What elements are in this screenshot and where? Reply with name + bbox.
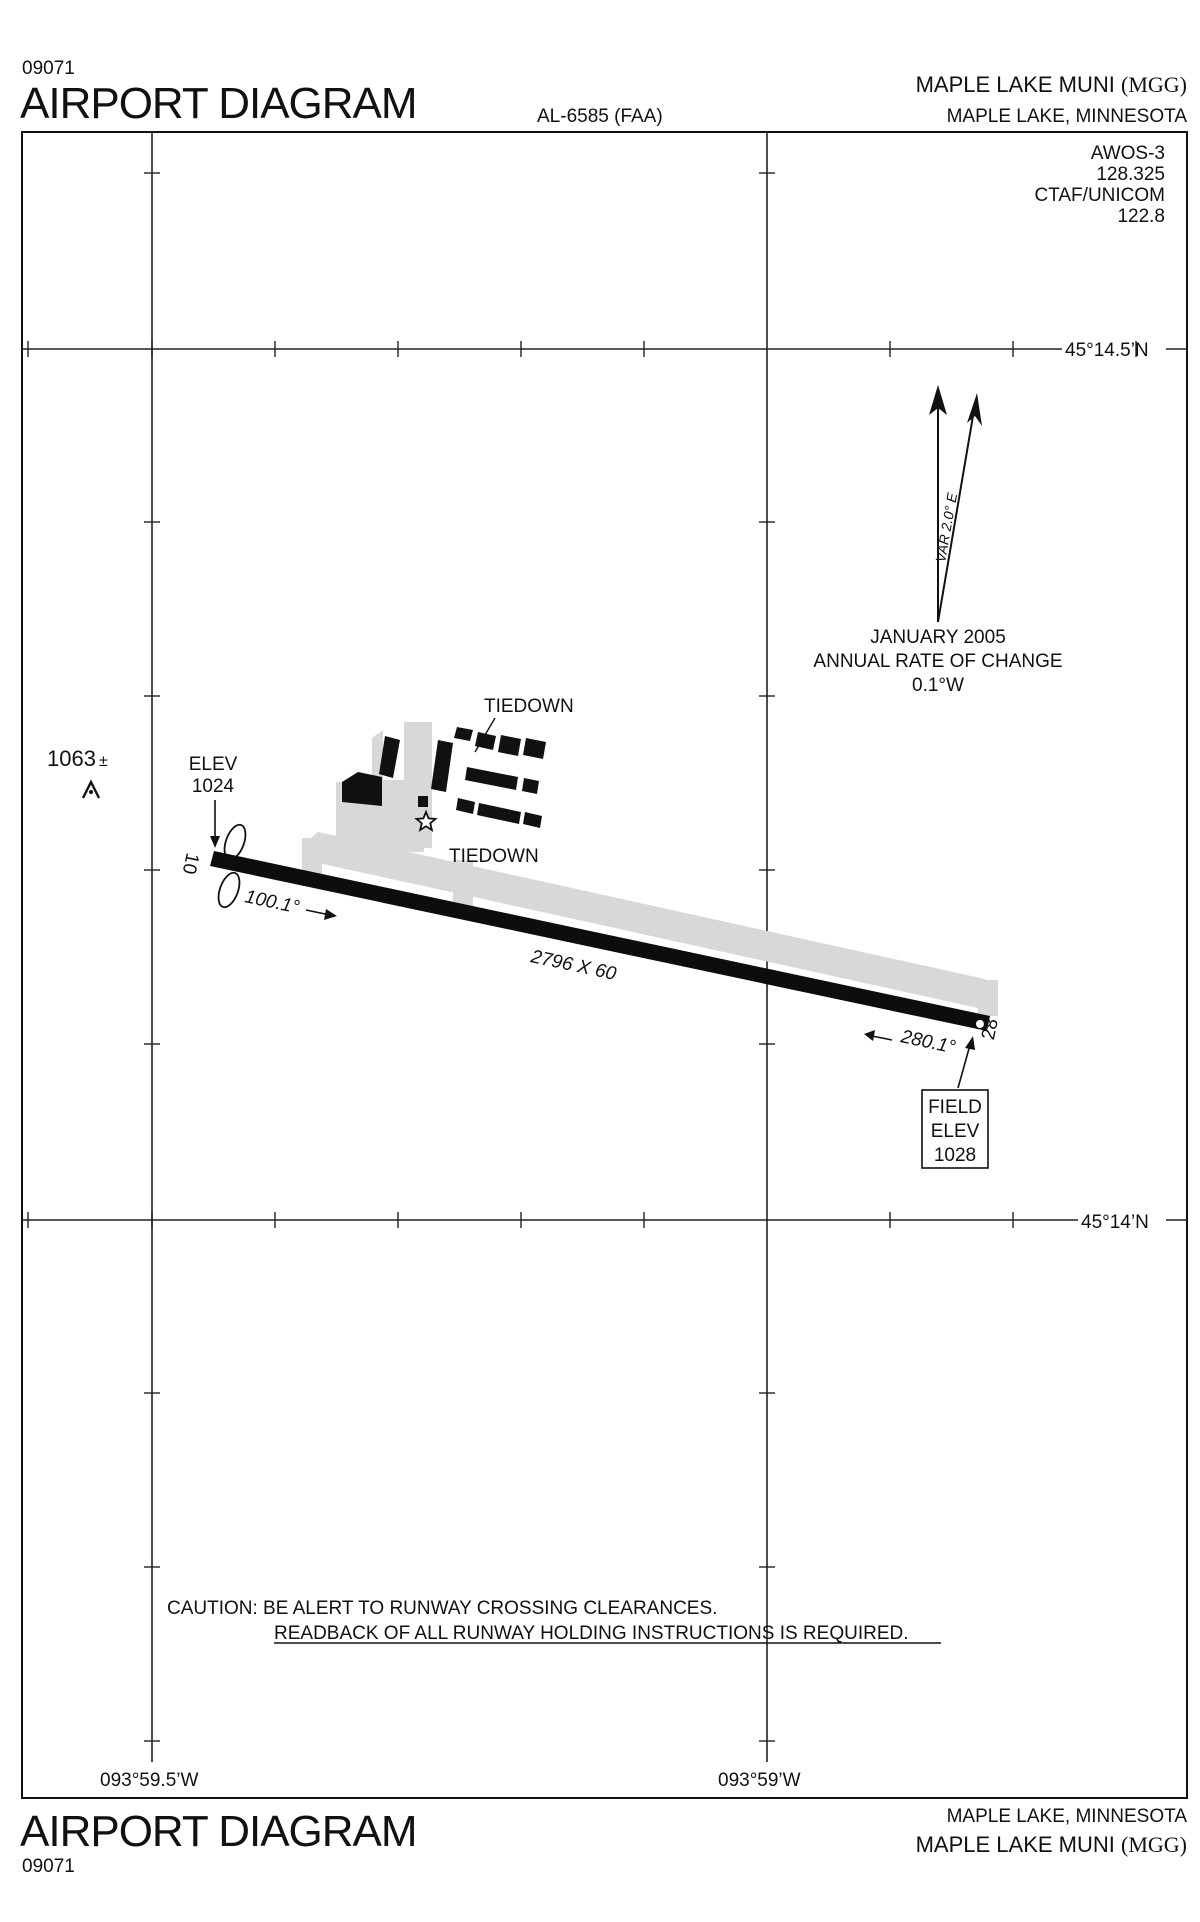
hangar (456, 798, 475, 814)
runway-28-heading: 280.1° (898, 1026, 958, 1058)
airport-name-header: MAPLE LAKE MUNI (MGG) (916, 72, 1187, 97)
taxiway-connector-mid (453, 860, 473, 910)
hangar (522, 778, 539, 794)
footer-chart-number: 09071 (22, 1856, 75, 1877)
heading-arrow-east (305, 909, 337, 920)
variation-rate-value: 0.1°W (912, 675, 964, 696)
runway-end-light (976, 1020, 984, 1028)
field-elev-label-1: FIELD (928, 1097, 982, 1118)
field-elev-label-2: ELEV (931, 1121, 980, 1142)
magnetic-north-arrowhead (967, 393, 982, 426)
comm-line: 128.325 (1096, 164, 1165, 185)
caution-line-2: READBACK OF ALL RUNWAY HOLDING INSTRUCTI… (274, 1623, 909, 1644)
hangar (523, 812, 542, 828)
runway-28-number: 28 (978, 1017, 1003, 1042)
footer-location: MAPLE LAKE, MINNESOTA (947, 1806, 1188, 1827)
tiedown-apron-taxilane (404, 722, 432, 848)
runway-10-28 (210, 851, 990, 1031)
field-elev-leader (957, 1036, 975, 1089)
comm-line: 122.8 (1117, 206, 1165, 227)
footer-airport-name: MAPLE LAKE MUNI (MGG) (916, 1832, 1187, 1857)
comm-line: AWOS-3 (1091, 143, 1165, 164)
hangars (342, 727, 546, 828)
communications-block: AWOS-3 128.325 CTAF/UNICOM 122.8 (1034, 143, 1165, 227)
hangar (454, 727, 473, 741)
longitude-label-west: 093°59.5’W (100, 1770, 198, 1791)
variation-rate-label: ANNUAL RATE OF CHANGE (813, 651, 1062, 672)
field-elevation-box: FIELD ELEV 1028 (921, 1089, 989, 1169)
hangar (418, 796, 428, 807)
comm-line: CTAF/UNICOM (1034, 185, 1165, 206)
hangar (477, 803, 521, 824)
grid-ticks (27, 172, 1137, 1742)
hangar (465, 767, 518, 790)
latitude-label-south: 45°14’N (1081, 1212, 1149, 1233)
diagram-frame (21, 131, 1188, 1799)
variation-label: VAR 2.0° E (932, 491, 960, 564)
page-title: AIRPORT DIAGRAM (20, 79, 417, 128)
elev-arrow (210, 800, 220, 848)
latitude-label-north: 45°14.5’N (1065, 340, 1149, 361)
chart-number: 09071 (22, 58, 75, 79)
runway-dimensions: 2796 X 60 (528, 946, 619, 985)
taxiway-connector-east (978, 980, 998, 1016)
caution-line-1: CAUTION: BE ALERT TO RUNWAY CROSSING CLE… (167, 1598, 717, 1619)
tiedown-leader (474, 717, 496, 753)
taxiway-system (302, 722, 998, 1016)
hangar (342, 772, 382, 806)
north-arrow: VAR 2.0° E (929, 385, 982, 623)
field-elev-value: 1028 (934, 1145, 976, 1166)
tiedown-label-south: TIEDOWN (449, 846, 539, 867)
hangar (379, 736, 400, 778)
hangar (498, 735, 521, 756)
runway-10-number: 10 (178, 851, 203, 876)
obstacle-icon (81, 779, 101, 799)
variation-date: JANUARY 2005 (870, 627, 1006, 648)
heading-arrow-west (864, 1030, 893, 1041)
runway-10-elev-label: ELEV (189, 754, 238, 775)
obstacle-elevation: 1063± (47, 746, 108, 771)
tiedown-label-north: TIEDOWN (484, 696, 574, 717)
hangar (475, 732, 496, 750)
beacon-star-icon (414, 809, 438, 832)
longitude-label-east: 093°59’W (718, 1770, 801, 1791)
runway-10-elev-value: 1024 (192, 776, 235, 797)
footer-title: AIRPORT DIAGRAM (20, 1807, 417, 1856)
hangar (431, 740, 453, 792)
airport-location-header: MAPLE LAKE, MINNESOTA (947, 106, 1188, 127)
true-north-arrowhead (929, 385, 947, 415)
hangar (523, 738, 546, 759)
parallel-taxiway (302, 832, 997, 1010)
runway-10-heading: 100.1° (243, 886, 302, 918)
procedure-id: AL-6585 (FAA) (537, 106, 663, 127)
propeller-icon (217, 823, 247, 909)
taxiway-connector-west (302, 838, 322, 878)
